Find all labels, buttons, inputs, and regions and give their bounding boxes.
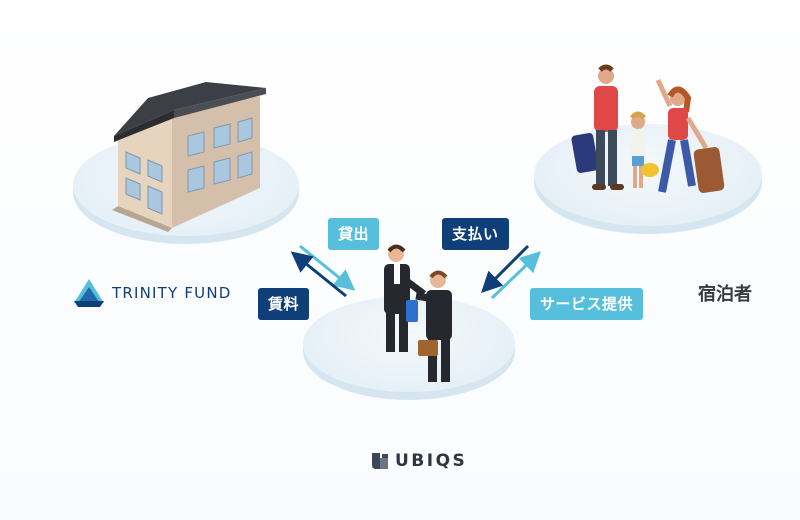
guests-label: 宿泊者 [698, 284, 752, 305]
guests-illustration [571, 64, 725, 193]
rent-arrow [290, 251, 347, 298]
lend-label: 貸出 [328, 218, 380, 250]
service-arrow [490, 251, 542, 300]
ubiqs-name: UBIQS [395, 451, 468, 471]
ubiqs-logo-mark [372, 453, 388, 469]
ubiqs-illustration [384, 244, 452, 382]
ubiqs-logo: UBIQS [369, 448, 479, 476]
service-label: サービス提供 [530, 288, 644, 320]
building-illustration [112, 82, 266, 232]
trinity-fund-logo: TRINITY FUND [72, 277, 242, 309]
rent-label: 賃料 [258, 288, 310, 320]
payment-label: 支払い [442, 218, 509, 250]
trinity-fund-logo-mark [74, 279, 104, 307]
trinity-fund-name: TRINITY FUND [112, 284, 232, 302]
